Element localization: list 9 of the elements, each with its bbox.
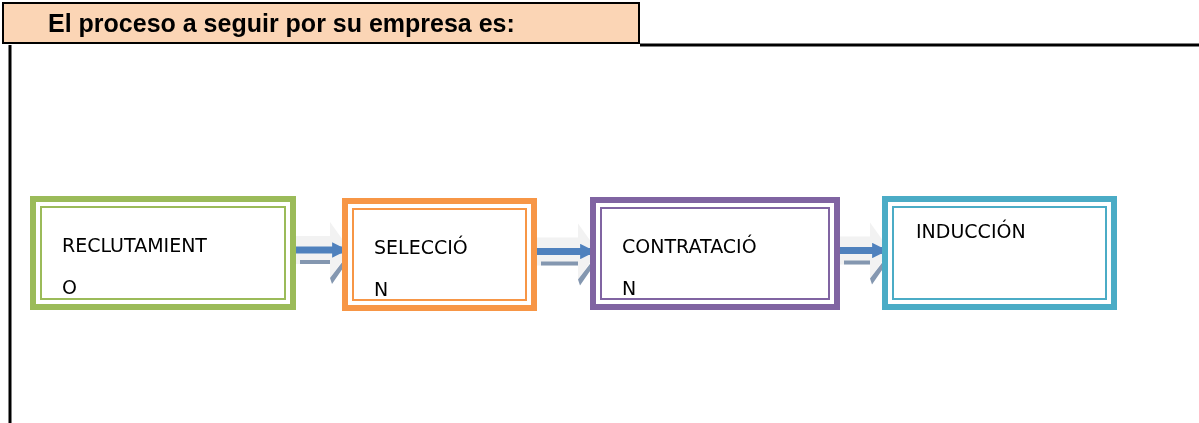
process-box: [590, 197, 840, 310]
process-box: [30, 196, 296, 310]
process-box: [342, 198, 537, 311]
box-label: RECLUTAMIENTO: [62, 233, 208, 300]
heading-tab: El proceso a seguir por su empresa es:: [2, 2, 640, 44]
box-label: SELECCIÓN: [374, 234, 469, 302]
process-box: [882, 196, 1117, 310]
box-label: CONTRATACIÓN: [622, 233, 758, 301]
box-label: INDUCCIÓN: [916, 218, 1026, 244]
